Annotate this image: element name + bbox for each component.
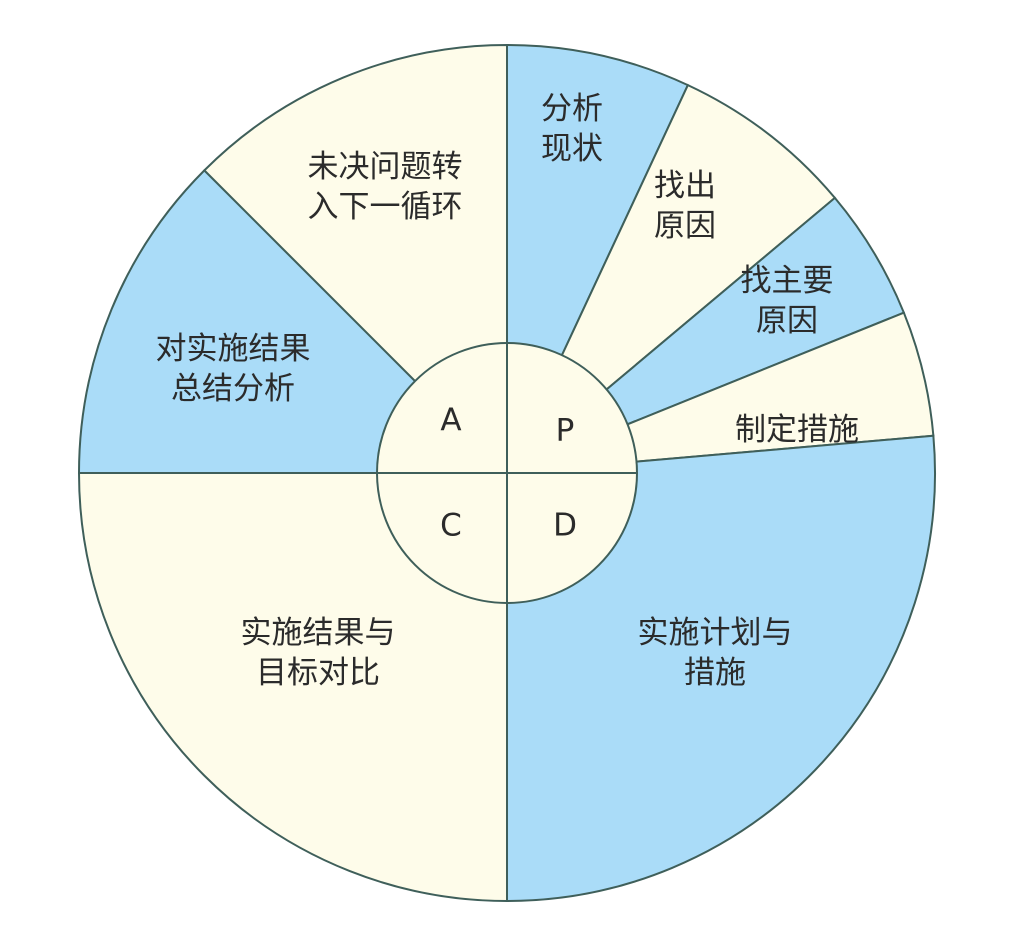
quadrant-c-label: C <box>440 508 462 544</box>
segment-main-cause-label-line: 原因 <box>756 303 818 339</box>
segment-compare-label: 实施结果与目标对比 <box>241 615 396 691</box>
segment-main-cause-label: 找主要原因 <box>741 263 834 339</box>
segment-summarize-label-line: 总结分析 <box>171 371 295 407</box>
segment-find-cause-label-line: 原因 <box>654 208 716 244</box>
segment-find-cause-label-line: 找出 <box>654 168 716 204</box>
segment-analyze-label-line: 现状 <box>541 131 603 167</box>
segment-implement-label: 实施计划与措施 <box>638 615 793 691</box>
quadrant-d-label: D <box>553 508 577 544</box>
quadrant-p-label: P <box>556 413 575 449</box>
segment-measures-label-line: 制定措施 <box>735 412 859 448</box>
segment-implement-label-line: 实施计划与 <box>638 615 793 651</box>
segment-main-cause-label-line: 找主要 <box>741 263 834 299</box>
segment-next-cycle-label-line: 入下一循环 <box>308 189 463 225</box>
segment-compare-label-line: 实施结果与 <box>241 615 396 651</box>
segment-find-cause-label: 找出原因 <box>654 168 716 244</box>
segment-summarize-label: 对实施结果总结分析 <box>156 331 311 407</box>
segment-implement <box>506 434 936 903</box>
segment-next-cycle <box>202 43 508 476</box>
segment-implement-label-line: 措施 <box>684 655 746 691</box>
quadrant-a-label: A <box>440 403 461 439</box>
segment-next-cycle-label-line: 未决问题转 <box>308 149 463 185</box>
segment-measures-label: 制定措施 <box>735 412 859 448</box>
segment-summarize-label-line: 对实施结果 <box>156 331 311 367</box>
segment-compare-label-line: 目标对比 <box>256 655 380 691</box>
segment-analyze-label-line: 分析 <box>541 91 603 127</box>
segment-analyze-label: 分析现状 <box>541 91 603 167</box>
segment-next-cycle-label: 未决问题转入下一循环 <box>308 149 463 225</box>
segment-compare <box>77 472 508 903</box>
segment-summarize <box>77 168 510 474</box>
outer-ring-labels: 分析现状找出原因找主要原因制定措施实施计划与措施实施结果与目标对比对实施结果总结… <box>156 91 860 691</box>
